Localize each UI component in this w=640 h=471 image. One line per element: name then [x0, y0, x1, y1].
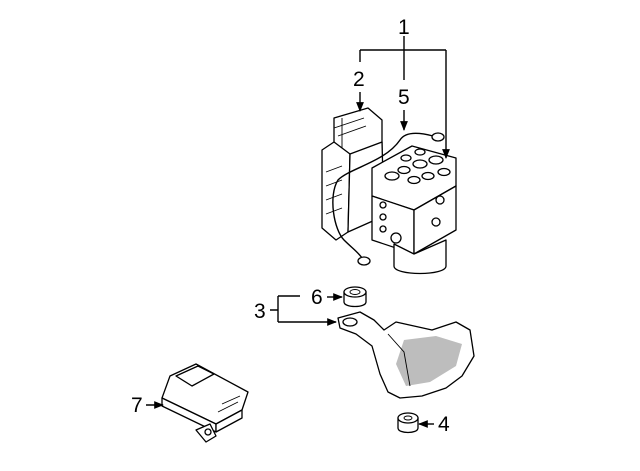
- callout-4: 4: [438, 413, 450, 436]
- callout-1-leaders: [359, 36, 450, 159]
- abs-modulator-assembly: [321, 107, 457, 275]
- callout-2: 2: [353, 68, 365, 91]
- yaw-rate-sensor-7: [161, 363, 249, 443]
- grommet-6: [343, 286, 367, 308]
- callout-3-leader: [270, 295, 300, 322]
- callout-7: 7: [131, 394, 143, 417]
- callout-3: 3: [254, 300, 266, 323]
- valve-ports: [384, 148, 451, 185]
- mounting-bracket: [337, 311, 475, 399]
- callout-6: 6: [311, 286, 323, 309]
- callout-5: 5: [398, 86, 410, 109]
- nut-4: [397, 412, 419, 434]
- callout-1: 1: [398, 16, 410, 39]
- wire-harness: [332, 132, 445, 266]
